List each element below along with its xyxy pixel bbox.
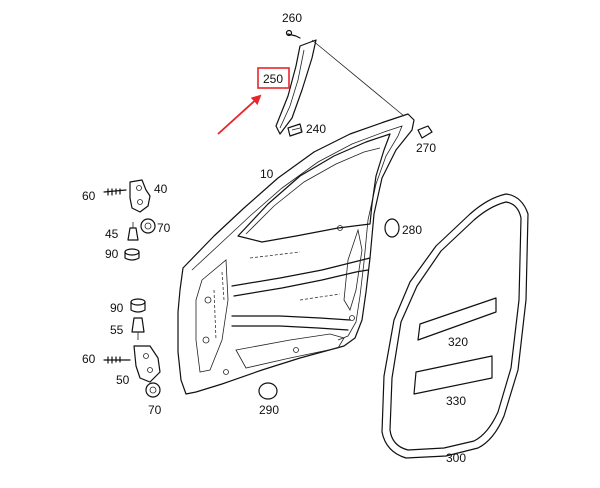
screw-part-260[interactable] xyxy=(285,29,301,39)
callout-40[interactable]: 40 xyxy=(154,182,168,196)
bushing-part-90-upper[interactable] xyxy=(124,248,140,261)
callout-300[interactable]: 300 xyxy=(446,451,466,465)
callout-240[interactable]: 240 xyxy=(306,122,326,136)
pin-part-45[interactable] xyxy=(127,222,139,241)
strip-part-330[interactable] xyxy=(413,355,493,395)
callout-60-lower[interactable]: 60 xyxy=(82,352,96,366)
bushing-part-90-lower[interactable] xyxy=(130,298,146,313)
clip-part-240[interactable] xyxy=(287,123,303,137)
callout-10[interactable]: 10 xyxy=(260,167,274,181)
cap-part-270[interactable] xyxy=(417,125,433,139)
hinge-upper-part-40[interactable] xyxy=(129,179,151,213)
callout-280[interactable]: 280 xyxy=(402,223,422,237)
strip-part-320[interactable] xyxy=(417,297,497,341)
callout-290[interactable]: 290 xyxy=(259,403,279,417)
door-shell-part-10[interactable] xyxy=(177,113,415,395)
highlight-box xyxy=(257,67,290,89)
hinge-lower-part-50[interactable] xyxy=(133,345,161,383)
callout-70-lower[interactable]: 70 xyxy=(148,403,162,417)
callout-270[interactable]: 270 xyxy=(416,141,436,155)
seal-part-300[interactable] xyxy=(381,193,529,459)
callout-60-upper[interactable]: 60 xyxy=(82,189,96,203)
pin-part-55[interactable] xyxy=(131,317,145,340)
screw-part-60-upper[interactable] xyxy=(103,188,127,196)
callout-330[interactable]: 330 xyxy=(446,394,466,408)
callout-55[interactable]: 55 xyxy=(110,323,124,337)
plug-part-280[interactable] xyxy=(384,218,400,238)
highlight-arrow xyxy=(217,94,262,135)
callout-260[interactable]: 260 xyxy=(282,11,302,25)
callout-320[interactable]: 320 xyxy=(448,335,468,349)
leader-line-260 xyxy=(311,39,405,117)
callout-45[interactable]: 45 xyxy=(105,227,119,241)
callout-90-lower[interactable]: 90 xyxy=(110,301,124,315)
nut-part-70-upper[interactable] xyxy=(140,218,156,234)
window-trim-part-250[interactable] xyxy=(275,39,317,135)
callout-250[interactable]: 250 xyxy=(263,72,283,86)
callout-90-upper[interactable]: 90 xyxy=(105,247,119,261)
nut-part-70-lower[interactable] xyxy=(145,382,161,398)
grommet-part-290[interactable] xyxy=(258,382,278,400)
screw-part-60-lower[interactable] xyxy=(103,356,131,364)
callout-70-upper[interactable]: 70 xyxy=(157,221,171,235)
callout-50[interactable]: 50 xyxy=(116,373,130,387)
